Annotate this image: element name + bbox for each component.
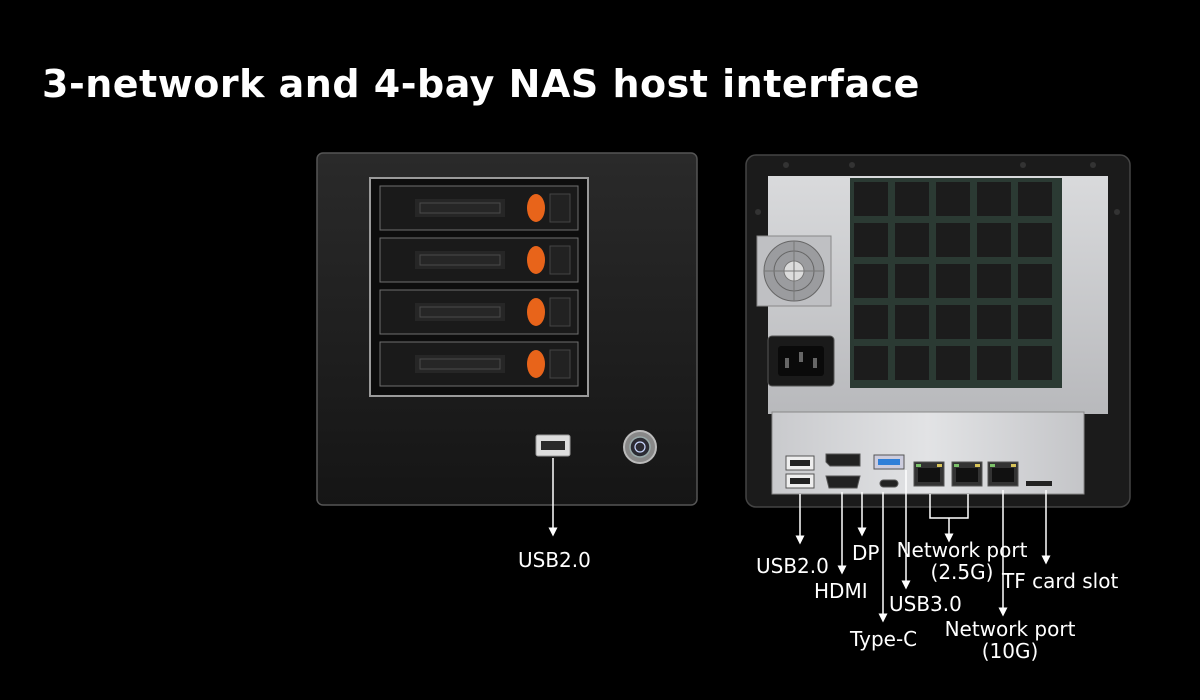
network-2-5g-label: Network port (2.5G) xyxy=(890,539,1034,583)
page-title: 3-network and 4-bay NAS host interface xyxy=(42,62,920,106)
power-button[interactable] xyxy=(623,430,657,464)
network-port-2-5g[interactable] xyxy=(913,461,945,487)
tf-card-label: TF card slot xyxy=(1002,569,1119,593)
front-usb-label: USB2.0 xyxy=(518,548,591,572)
rear-chassis xyxy=(745,154,1131,623)
drive-tray[interactable] xyxy=(379,341,579,387)
network-port-10g[interactable] xyxy=(987,461,1019,487)
drive-tray[interactable] xyxy=(379,289,579,335)
psu-fan-icon xyxy=(756,235,832,307)
drive-tray[interactable] xyxy=(379,185,579,231)
rear-usb2-label: USB2.0 xyxy=(756,554,829,578)
tray-latch-icon xyxy=(527,298,545,326)
network-2-5g-label-line2: (2.5G) xyxy=(930,560,994,584)
dp-label: DP xyxy=(852,541,880,565)
dp-port[interactable] xyxy=(825,453,861,467)
rear-pointers xyxy=(795,470,1051,623)
tray-latch-icon xyxy=(527,194,545,222)
network-port-2-5g[interactable] xyxy=(951,461,983,487)
network-10g-label: Network port (10G) xyxy=(938,618,1082,662)
hdmi-label: HDMI xyxy=(814,579,868,603)
typec-port[interactable] xyxy=(879,479,899,488)
typec-label: Type-C xyxy=(850,627,918,651)
network-10g-label-line2: (10G) xyxy=(981,639,1039,663)
hdmi-port[interactable] xyxy=(825,475,861,489)
rear-usb2-ports[interactable] xyxy=(785,455,815,489)
drive-tray[interactable] xyxy=(379,237,579,283)
power-inlet[interactable] xyxy=(767,335,835,387)
tray-latch-icon xyxy=(527,350,545,378)
tf-card-slot[interactable] xyxy=(1026,481,1052,486)
front-usb-port[interactable] xyxy=(535,434,571,457)
fan-grille xyxy=(850,178,1062,388)
usb3-port[interactable] xyxy=(873,454,905,470)
network-10g-label-line1: Network port xyxy=(944,617,1076,641)
usb3-label: USB3.0 xyxy=(889,592,962,616)
network-2-5g-label-line1: Network port xyxy=(896,538,1028,562)
tray-latch-icon xyxy=(527,246,545,274)
front-chassis xyxy=(316,152,698,537)
power-icon xyxy=(634,441,646,453)
